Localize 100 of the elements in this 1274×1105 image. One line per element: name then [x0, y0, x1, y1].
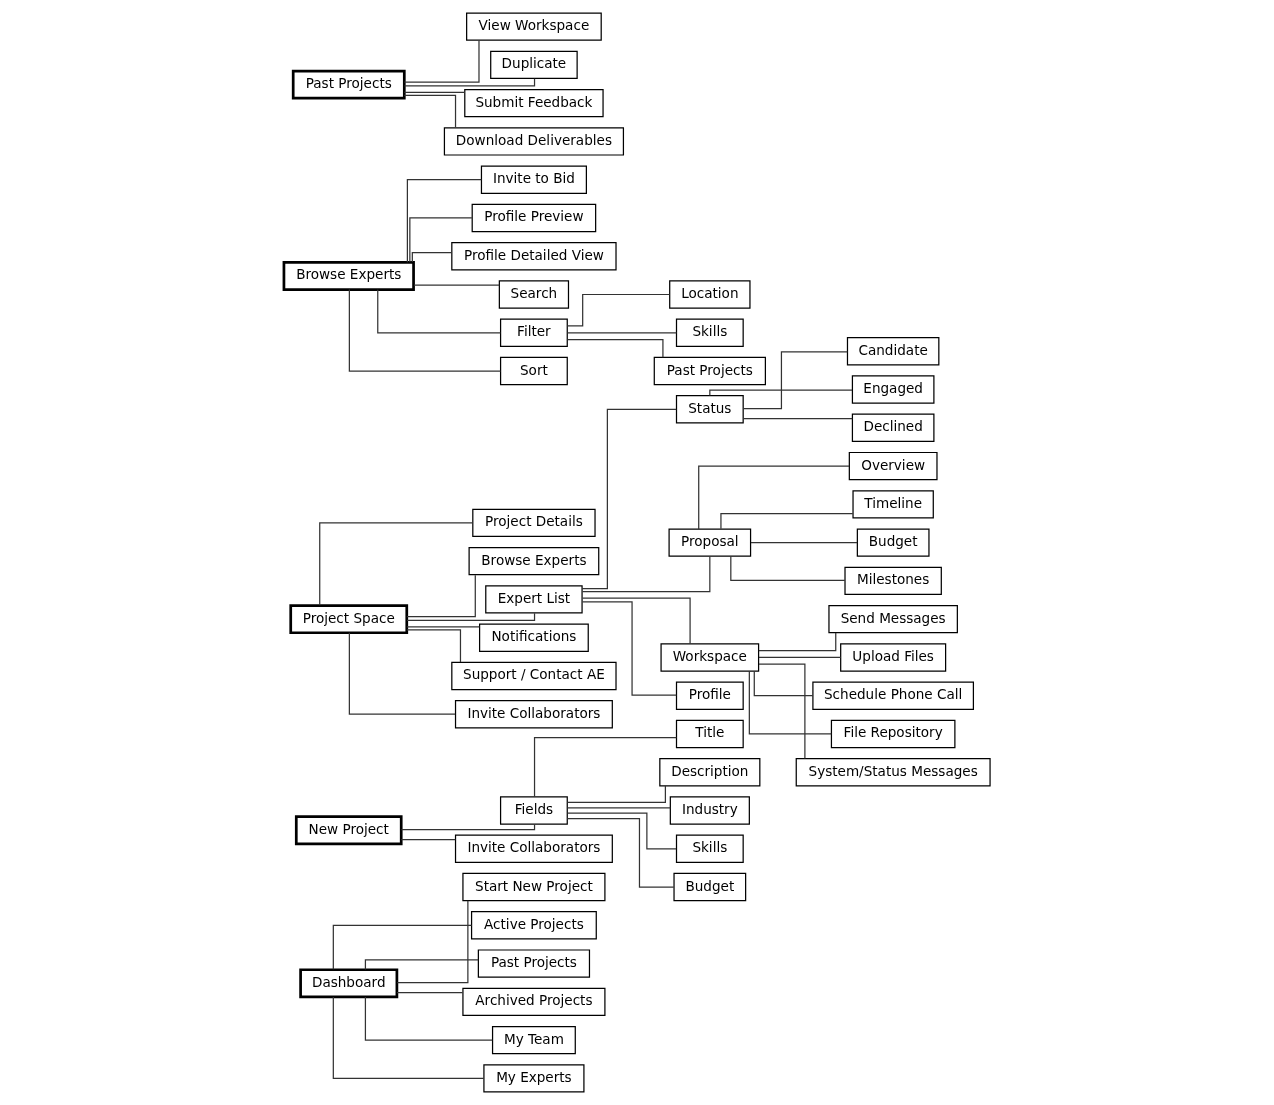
connector [581, 597, 691, 645]
connector [406, 626, 481, 628]
connector [750, 542, 858, 544]
node-box: Archived Projects [462, 987, 606, 1017]
connector [400, 823, 536, 831]
node-box: Project Space [289, 604, 409, 635]
connector [566, 807, 671, 809]
connector [406, 179, 482, 263]
connector [406, 612, 536, 621]
connector [567, 812, 677, 850]
connector [396, 900, 469, 984]
connector [581, 555, 711, 593]
connector [566, 338, 664, 358]
node-box: Skills [675, 318, 744, 347]
node-box: Expert List [485, 585, 583, 614]
connector [748, 670, 832, 735]
node-box: Invite to Bid [480, 165, 587, 194]
connector [403, 40, 480, 83]
node-box: Search [498, 280, 570, 309]
connector [758, 656, 842, 659]
connector [581, 408, 677, 590]
connector [332, 924, 473, 970]
node-box: Invite Collaborators [454, 834, 613, 863]
node-box: Workspace [660, 643, 760, 672]
node-box: Start New Project [462, 872, 606, 902]
node-box: Active Projects [470, 911, 597, 940]
connector [396, 991, 464, 994]
node-box: Overview [848, 451, 938, 481]
node-box: Budget [673, 872, 747, 902]
node-box: Description [659, 758, 761, 787]
connector [348, 632, 456, 715]
node-box: Milestones [844, 566, 942, 596]
node-box: Notifications [479, 623, 589, 652]
node-box: My Experts [483, 1064, 585, 1093]
node-box: Title [675, 719, 744, 749]
node-box: Budget [856, 528, 930, 557]
connector [413, 284, 500, 286]
node-box: System/Status Messages [795, 758, 991, 787]
node-box: Status [675, 395, 744, 424]
node-box: Send Messages [828, 604, 958, 634]
connector [406, 574, 476, 618]
connector [698, 465, 850, 530]
connector [364, 996, 493, 1041]
connector [409, 217, 473, 263]
node-box: Industry [669, 796, 750, 825]
node-box: Submit Feedback [464, 88, 604, 118]
node-box: Skills [675, 834, 744, 863]
node-box: Timeline [852, 490, 934, 519]
connector [377, 289, 502, 334]
connector [406, 629, 462, 663]
node-box: Sort [499, 356, 568, 386]
node-box: Past Projects [477, 949, 591, 978]
connector [403, 78, 536, 87]
node-box: Project Details [472, 508, 596, 538]
connector [581, 601, 677, 696]
node-box: Dashboard [299, 968, 399, 999]
connector [758, 632, 837, 652]
node-box: Past Projects [291, 69, 406, 100]
node-box: Proposal [668, 528, 752, 557]
connector [742, 417, 853, 420]
node-box: Download Deliverables [443, 127, 625, 156]
node-box: Upload Files [840, 643, 947, 672]
connector [730, 555, 846, 581]
node-box: Browse Experts [468, 546, 600, 576]
connector [411, 251, 453, 263]
node-box: Invite Collaborators [454, 700, 613, 729]
node-box: File Repository [830, 719, 956, 749]
node-box: Filter [499, 318, 568, 347]
connector [742, 351, 848, 410]
node-box: Profile [675, 681, 744, 710]
node-box: Browse Experts [282, 261, 415, 291]
node-box: Engaged [851, 375, 935, 404]
node-box: Duplicate [490, 50, 578, 80]
node-box: Fields [499, 796, 568, 825]
connector [403, 91, 466, 94]
node-box: Location [669, 280, 751, 309]
connector [566, 785, 666, 803]
connector [533, 737, 678, 798]
node-box: Declined [851, 413, 935, 442]
connector [364, 959, 479, 971]
connector [332, 996, 485, 1079]
connector [566, 293, 671, 327]
node-box: Past Projects [653, 356, 766, 386]
connector [403, 94, 457, 128]
node-box: My Team [491, 1025, 576, 1055]
connector [720, 513, 854, 530]
node-box: New Project [294, 815, 403, 846]
connector [758, 663, 806, 760]
node-box: Profile Detailed View [451, 242, 617, 271]
node-box: View Workspace [466, 12, 602, 41]
connector [319, 522, 474, 606]
connector [348, 288, 502, 372]
node-box: Support / Contact AE [451, 661, 617, 691]
node-box: Schedule Phone Call [812, 681, 974, 710]
node-box: Profile Preview [471, 203, 597, 233]
node-box: Candidate [846, 337, 940, 366]
connector [566, 332, 678, 334]
connector [753, 670, 814, 697]
connector [400, 838, 456, 841]
connector [566, 818, 675, 888]
